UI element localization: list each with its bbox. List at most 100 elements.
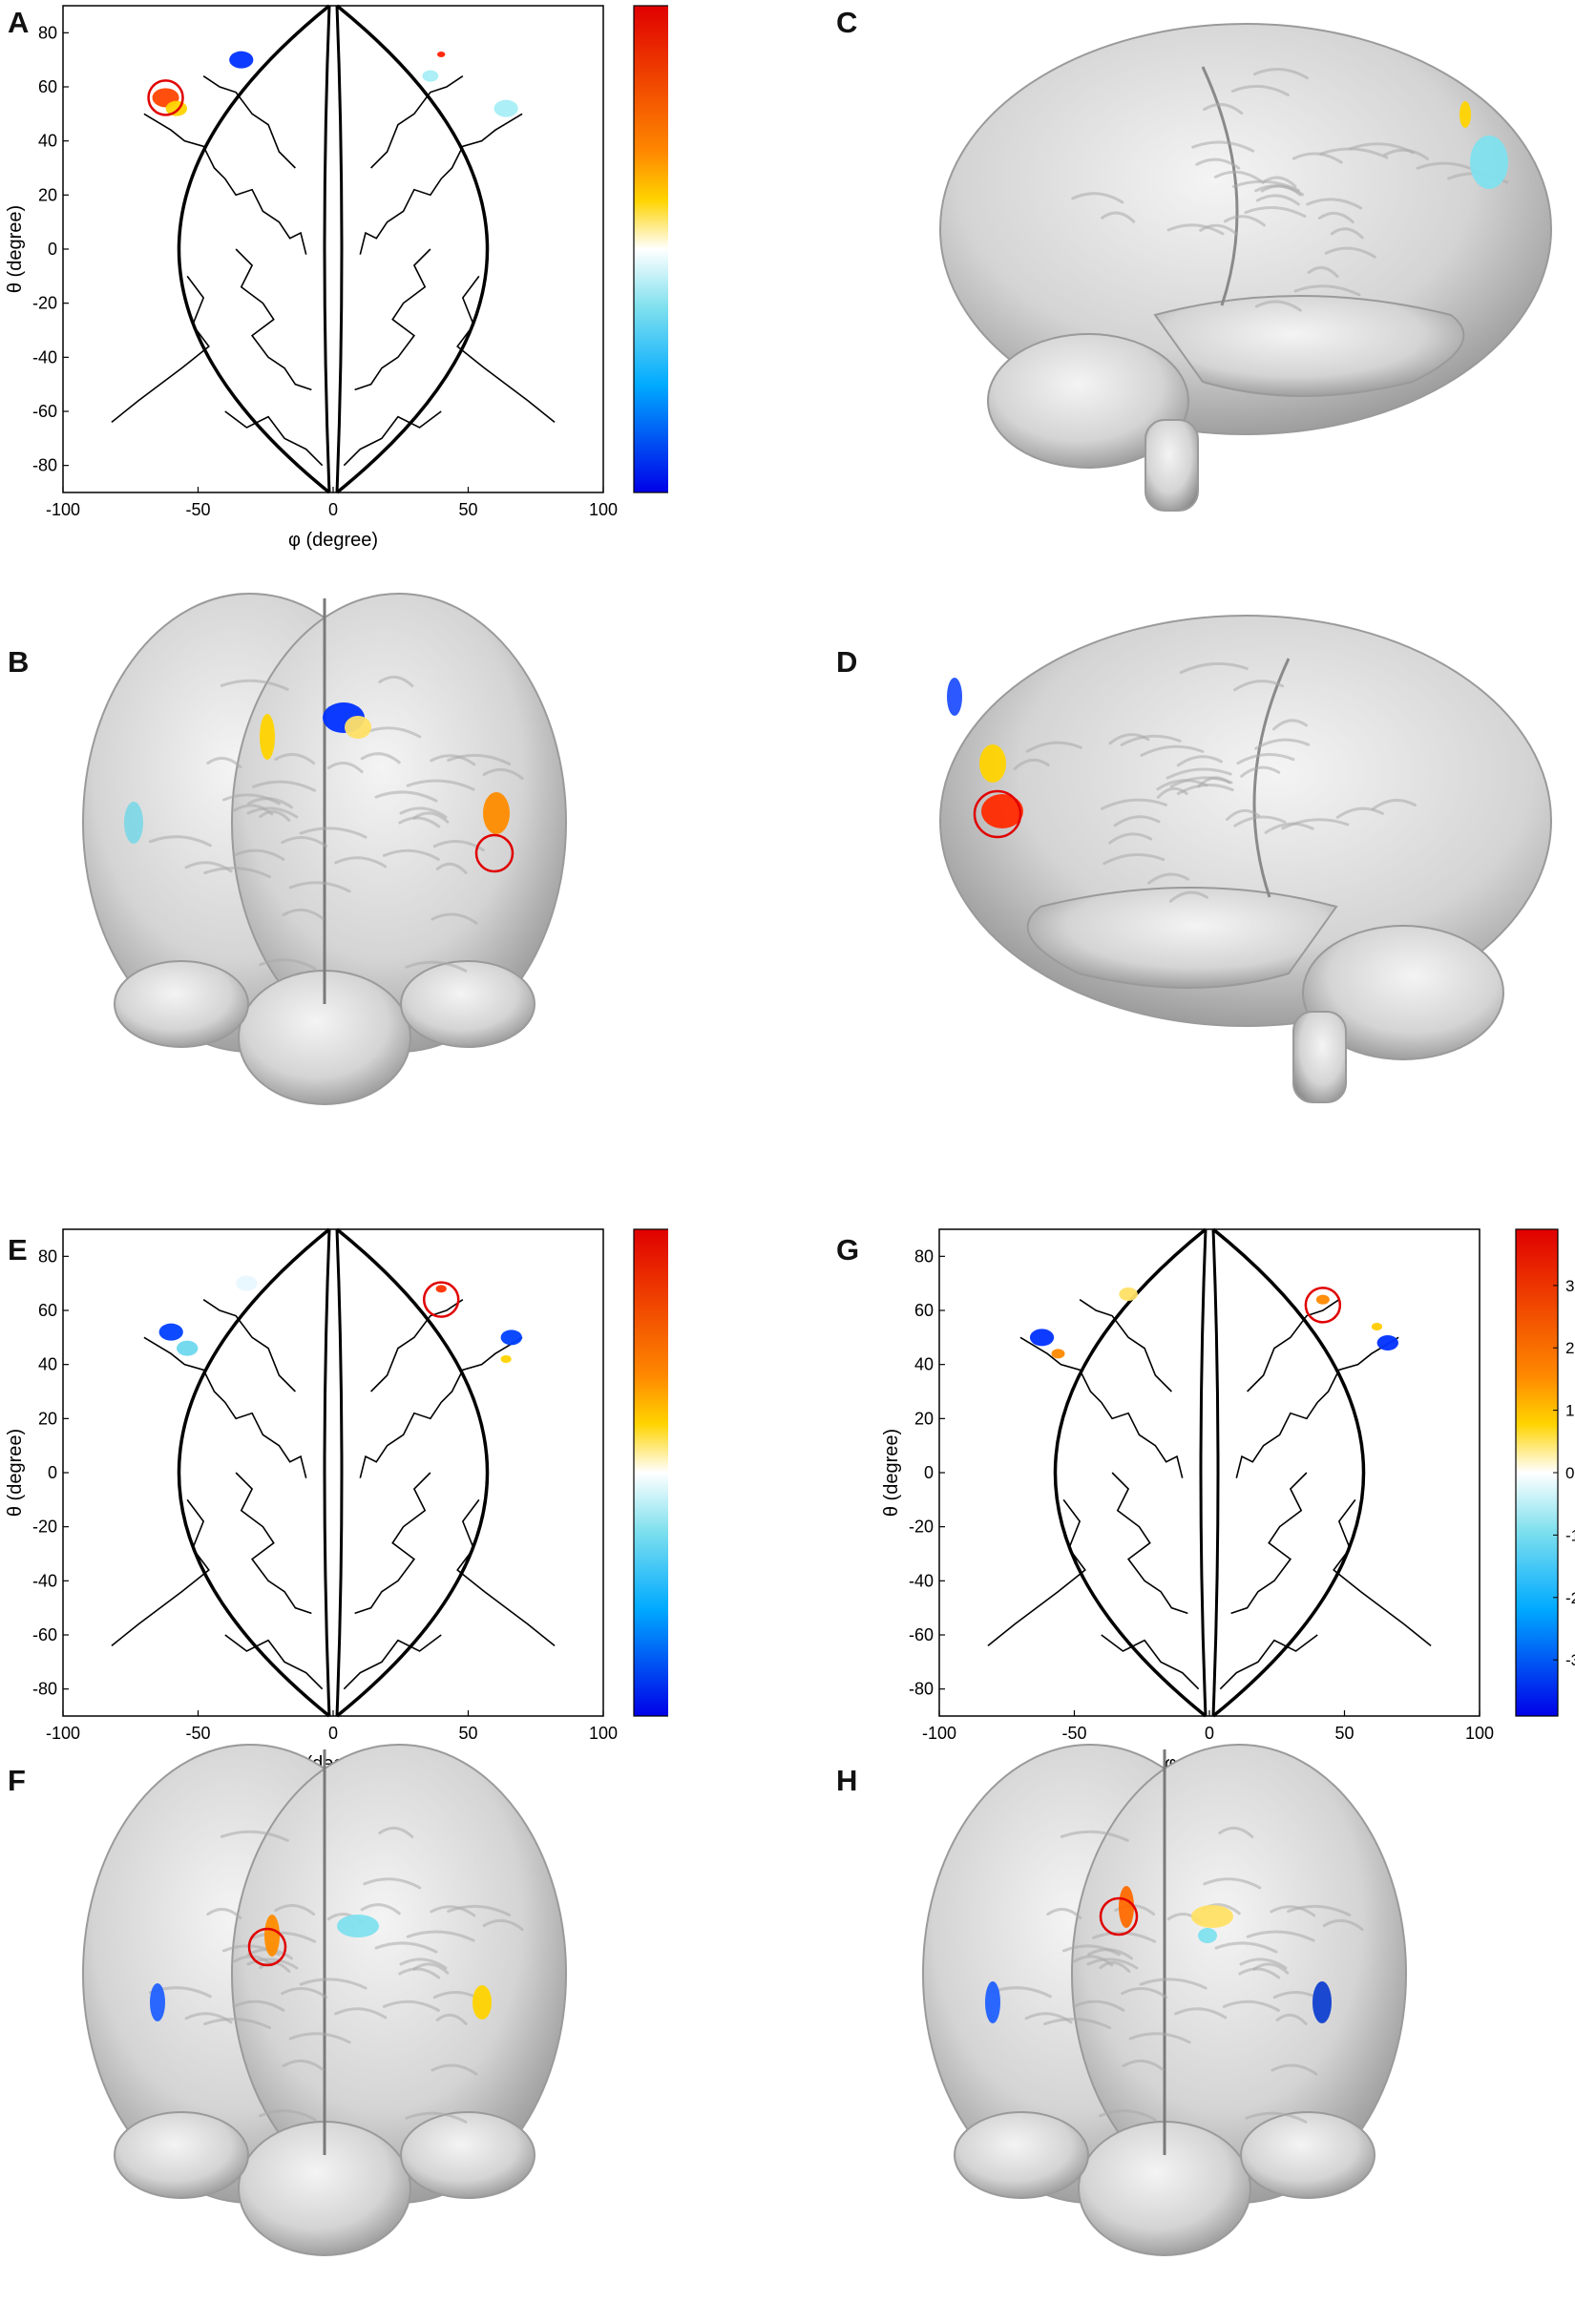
gyrus-fold [288,2032,351,2044]
gyrus-fold [148,835,212,848]
right-medial-outline [1211,1228,1220,1717]
gyrus-fold [1213,170,1262,182]
sulcal-contour-r-3 [370,1299,464,1392]
highlight-marker-circle [973,789,1022,839]
activation-blob-5 [494,99,518,117]
brain-surface [82,1744,567,2256]
activation-blob-2 [229,51,254,69]
y-tick-label-7: -60 [32,402,57,421]
colorbar-tick-label-4: -1 [1565,1526,1575,1544]
gyrus-fold [435,2013,468,2025]
sulcal-contour-l-2 [111,1498,210,1646]
brain-panel-B [76,592,573,1131]
activation-blob-3 [1315,1294,1330,1305]
activation-blob-3 [437,52,446,57]
y-tick-label-0: 80 [38,23,57,42]
gyrus-fold [1100,798,1167,810]
y-axis-label: θ (degree) [881,1429,902,1517]
sulcal-contour-l-2 [111,275,210,423]
activation-patch-3 [124,802,143,844]
colorbar-tick-label-2: 1 [1565,1402,1574,1420]
gyrus-fold [1226,808,1261,822]
gyrus-fold [1246,1930,1315,1942]
gyrus-fold [360,1903,401,1916]
gyrus-fold [399,1958,448,1970]
gyrus-fold [281,836,328,848]
y-tick-label-8: -80 [909,1680,934,1699]
y-tick-label-0: 80 [914,1246,934,1266]
gyrus-fold [1086,1958,1139,1970]
highlight-marker-circle [147,79,184,116]
sulcal-contour-l-4 [1101,1634,1200,1690]
gyrus-fold [299,827,368,839]
brain-surface [939,615,1552,1103]
gyrus-fold [282,2059,325,2071]
colorbar-gradient [1515,1228,1559,1717]
gyrus-fold [360,752,401,764]
sulcal-contour-r-4 [343,1634,442,1690]
gyrus-fold [1270,1905,1316,1917]
gyrus-fold [1306,198,1363,210]
activation-blob-2 [236,1275,258,1291]
x-tick-label-0: -100 [46,500,80,519]
x-tick-label-3: 50 [458,1724,477,1743]
x-tick-label-3: 50 [1334,1724,1354,1743]
gyrus-fold [412,1962,450,1975]
activation-blob-4 [1376,1335,1398,1350]
gyrus-fold [1013,758,1050,770]
x-axis-label: φ (degree) [288,530,378,551]
gyrus-fold [1233,815,1287,827]
gyrus-fold [1292,152,1343,164]
gyrus-fold [1271,719,1308,731]
gyrus-fold [246,797,293,809]
y-tick-label-1: 60 [914,1301,934,1320]
x-tick-label-3: 50 [458,500,477,519]
y-tick-label-0: 80 [38,1246,57,1266]
gyrus-fold [233,1955,274,1967]
gyrus-fold [1252,68,1309,80]
left-medial-outline [323,5,331,493]
brain-left-view-C [939,23,1552,512]
gyrus-fold [206,757,242,769]
y-tick-label-5: -20 [909,1518,934,1537]
gyrus-fold [1230,84,1290,96]
activation-patch-2 [1198,1928,1217,1943]
gyrus-fold [1245,2111,1308,2124]
gyrus-fold [334,2007,388,2020]
colorbar-tick-label-0: 3 [1565,1277,1574,1295]
left-temporal-pole [954,2111,1089,2199]
y-axis-label: θ (degree) [5,1429,26,1517]
y-axis-label: θ (degree) [5,205,26,293]
x-tick-label-0: -100 [46,1724,80,1743]
gyrus-fold [1099,1961,1131,1974]
gyrus-fold [1348,142,1415,155]
sulcal-contour-r-2 [456,275,556,423]
brainstem [1144,419,1199,512]
brain-panel-H [916,1708,1413,2324]
activation-blob-4 [500,1329,522,1346]
y-tick-label-7: -60 [909,1625,934,1644]
y-tick-label-1: 60 [38,1301,57,1320]
gyrus-fold [1108,832,1153,845]
central-sulcus [1252,658,1291,898]
panel-label-C: C [836,6,858,39]
panel-label-D: D [836,645,858,679]
gyrus-fold [259,810,291,823]
gyrus-fold [1166,767,1232,780]
gyrus-fold [1254,738,1311,750]
central-sulcus [1201,66,1239,306]
gyrus-fold [430,754,476,766]
gyrus-fold [1254,300,1302,312]
right-temporal-pole [400,960,536,1048]
sulcal-contour-l-3 [202,1299,296,1392]
gyrus-fold [1179,661,1249,675]
gyrus-fold [326,762,364,774]
activation-patch-2 [947,678,962,716]
activation-blob-3 [435,1285,447,1293]
sulcal-contour-r-1 [1230,1472,1308,1615]
y-tick-label-8: -80 [32,456,57,475]
